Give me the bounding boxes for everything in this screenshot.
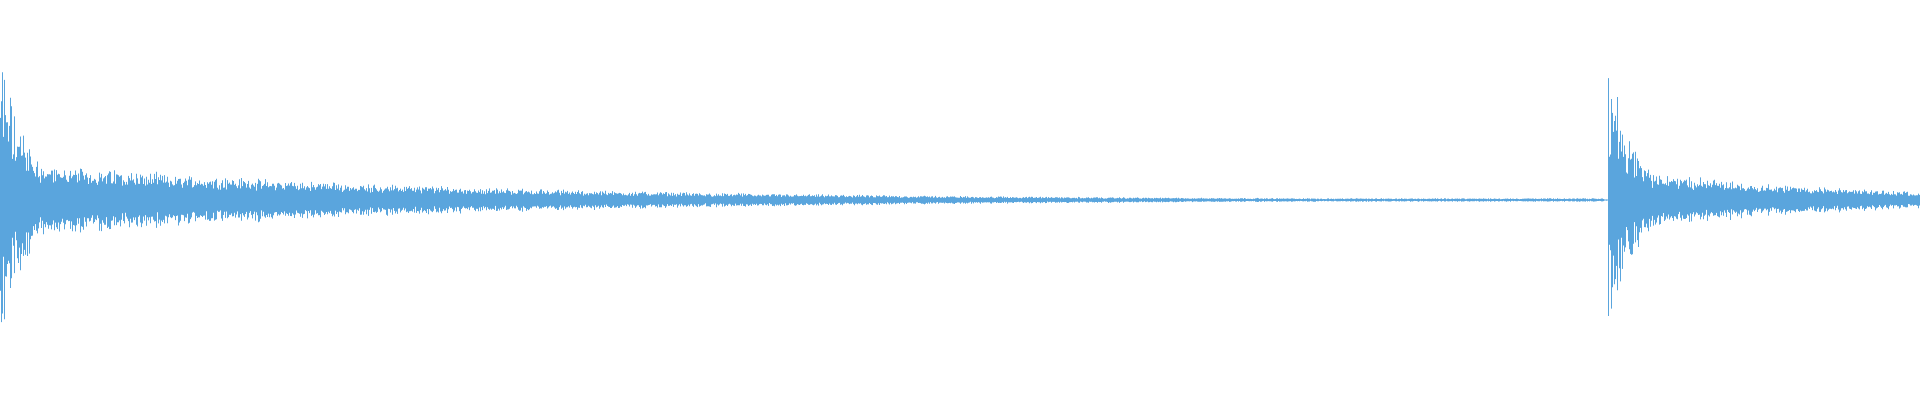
waveform-trace [0,72,1920,323]
waveform-path [0,72,1920,323]
